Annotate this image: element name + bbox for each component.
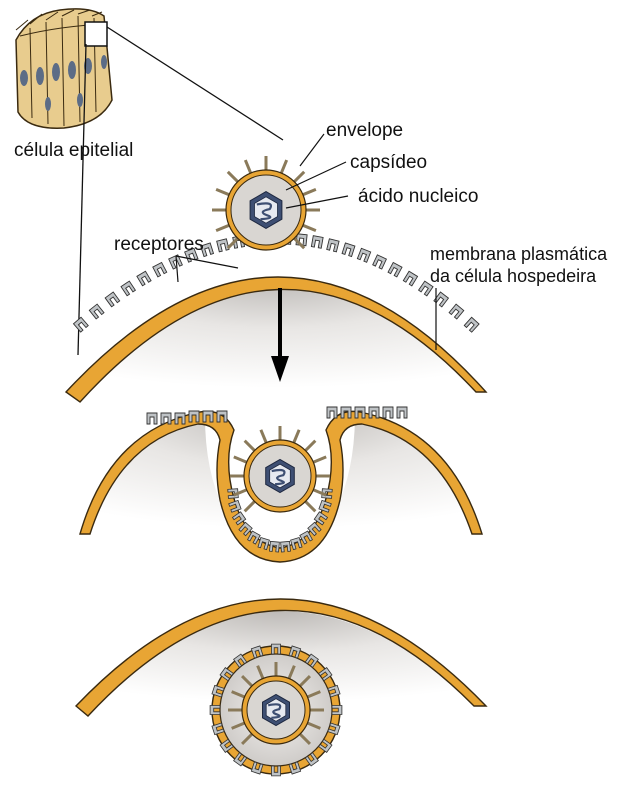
receptor: [383, 407, 393, 418]
receptor: [73, 317, 88, 332]
stage-1-membrane: [65, 233, 486, 402]
receptor: [464, 317, 479, 332]
receptor: [327, 239, 339, 252]
virus-particle-stage2: [230, 426, 330, 512]
label-capsid: capsídeo: [350, 152, 427, 174]
stage-2-invagination: [80, 407, 482, 562]
stage-3-endocytic-vesicle: [76, 599, 486, 776]
epithelial-zoom-box: [85, 22, 107, 46]
receptor: [311, 236, 323, 249]
receptor: [373, 255, 387, 269]
receptor: [147, 413, 157, 424]
receptor: [121, 281, 135, 296]
receptor: [397, 407, 407, 418]
label-epithelial-cell: célula epitelial: [14, 140, 133, 162]
receptor: [449, 304, 464, 319]
receptor: [137, 271, 151, 286]
virus: [230, 426, 330, 512]
receptor: [89, 304, 104, 319]
epithelial-cells: [16, 9, 112, 128]
label-membrane-line2: da célula hospedeira: [430, 266, 596, 287]
receptor: [388, 262, 402, 276]
receptor: [153, 262, 167, 276]
receptor: [357, 248, 370, 262]
label-nucleic-acid: ácido nucleico: [358, 186, 478, 208]
receptor: [217, 239, 229, 252]
receptor: [403, 271, 417, 286]
label-membrane-line1: membrana plasmática: [430, 244, 607, 265]
receptor: [105, 292, 120, 307]
label-receptors: receptores: [114, 234, 204, 256]
receptor: [327, 407, 337, 418]
label-envelope: envelope: [326, 120, 403, 142]
receptor: [342, 243, 355, 257]
